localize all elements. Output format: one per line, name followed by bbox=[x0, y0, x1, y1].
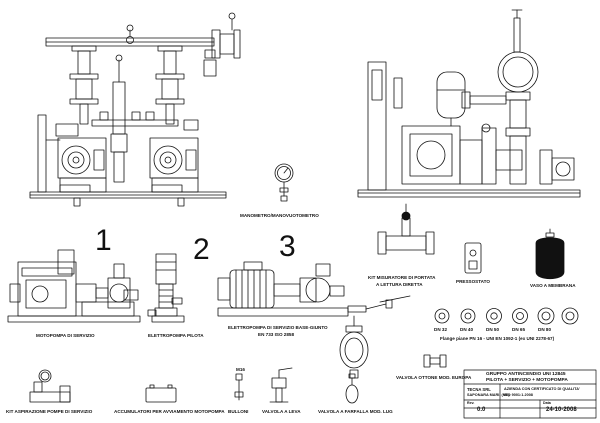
label-bulloni: BULLONI bbox=[228, 409, 249, 414]
flange-size-label: DN 32 bbox=[434, 327, 448, 332]
label-valvola-leva: VALVOLA A LEVA bbox=[262, 409, 301, 414]
company-line-2: SAPONARA MARI. (ME) bbox=[467, 393, 510, 397]
flange-size-label: DN 50 bbox=[486, 327, 500, 332]
label-accumulatori: ACCUMULATORI PER AVVIAMENTO MOTOPOMPA bbox=[114, 409, 225, 414]
number-1: 1 bbox=[95, 224, 112, 257]
label-pressostato: PRESSOSTATO bbox=[456, 279, 490, 284]
number-2: 2 bbox=[193, 233, 210, 266]
pressure-switch-drawing bbox=[464, 242, 482, 274]
flanges-drawing bbox=[434, 307, 579, 325]
title-line-2: PILOTA + SERVIZIO + MOTOPOMPA bbox=[486, 378, 568, 383]
butterfly-valve-mini-drawing bbox=[345, 373, 359, 404]
membrane-vessel-drawing bbox=[535, 228, 565, 280]
flange-size-label: DN 65 bbox=[512, 327, 526, 332]
service-electric-pump-drawing bbox=[217, 261, 349, 317]
flange-size-label: DN 40 bbox=[460, 327, 474, 332]
company-line-1: TECNA SRL bbox=[467, 387, 491, 392]
lever-valve-top-drawing bbox=[347, 295, 411, 313]
date-value: 24-10-2008 bbox=[546, 407, 577, 413]
flow-meter-kit-drawing bbox=[377, 203, 435, 255]
label-kit-misuratore-line-2: A LETTURA DIRETTA bbox=[376, 282, 423, 287]
label-bolt-size: M16 bbox=[236, 367, 245, 372]
flange-size-label: DN 80 bbox=[538, 327, 552, 332]
certification-line-2: ISO 9001:1.2008 bbox=[504, 393, 533, 397]
batteries-drawing bbox=[145, 384, 177, 403]
diesel-motor-pump-drawing bbox=[7, 249, 141, 323]
date-label: Data bbox=[543, 401, 551, 405]
title-block-frame bbox=[463, 369, 597, 419]
label-manometro: MANOMETRO/MANOVUOTOMETRO bbox=[240, 213, 319, 218]
title-line-1: GRUPPO ANTINCENDIO UNI 12845 bbox=[486, 372, 566, 377]
label-flange-note: Flange piane PN 16 - UNI EN 1092-1 (ex U… bbox=[440, 336, 555, 341]
bolts-drawing bbox=[234, 373, 244, 401]
certification-line-1: AZIENDA CON CERTIFICATO DI QUALITA' bbox=[504, 387, 580, 391]
label-kit-aspirazione: KIT ASPIRAZIONE POMPE DI SERVIZIO bbox=[6, 409, 93, 414]
label-kit-misuratore-line-1: KIT MISURATORE DI PORTATA bbox=[368, 275, 436, 280]
rev-label: Rev. bbox=[467, 401, 475, 405]
label-valvola-farfalla: VALVOLA A FARFALLA MOD. LUG bbox=[318, 409, 393, 414]
label-valvola-ottone: VALVOLA OTTONE MOD. EUROPA bbox=[396, 375, 472, 380]
rev-value: 0.0 bbox=[477, 407, 486, 413]
label-vaso: VASO A MEMBRANA bbox=[530, 283, 576, 288]
label-motopompa: MOTOPOMPA DI SERVIZIO bbox=[36, 333, 95, 338]
label-elettropompa-servizio-line-1: ELETTROPOMPA DI SERVIZIO BASE-GIUNTO bbox=[228, 325, 328, 330]
pressure-gauge-drawing bbox=[274, 163, 294, 202]
butterfly-valve-drawing bbox=[339, 315, 369, 379]
fire-pump-group-side-view bbox=[357, 9, 581, 198]
label-elettropompa-pilota: ELETTROPOMPA PILOTA bbox=[148, 333, 204, 338]
label-elettropompa-servizio-line-2: EN 733 ISO 2858 bbox=[258, 332, 295, 337]
fire-pump-group-front-view bbox=[29, 12, 241, 207]
number-3: 3 bbox=[279, 230, 296, 263]
suction-kit-drawing bbox=[29, 369, 71, 403]
pilot-electric-pump-drawing bbox=[147, 253, 185, 323]
lever-valve-bottom-drawing bbox=[269, 367, 293, 403]
brass-valve-drawing bbox=[423, 354, 447, 368]
